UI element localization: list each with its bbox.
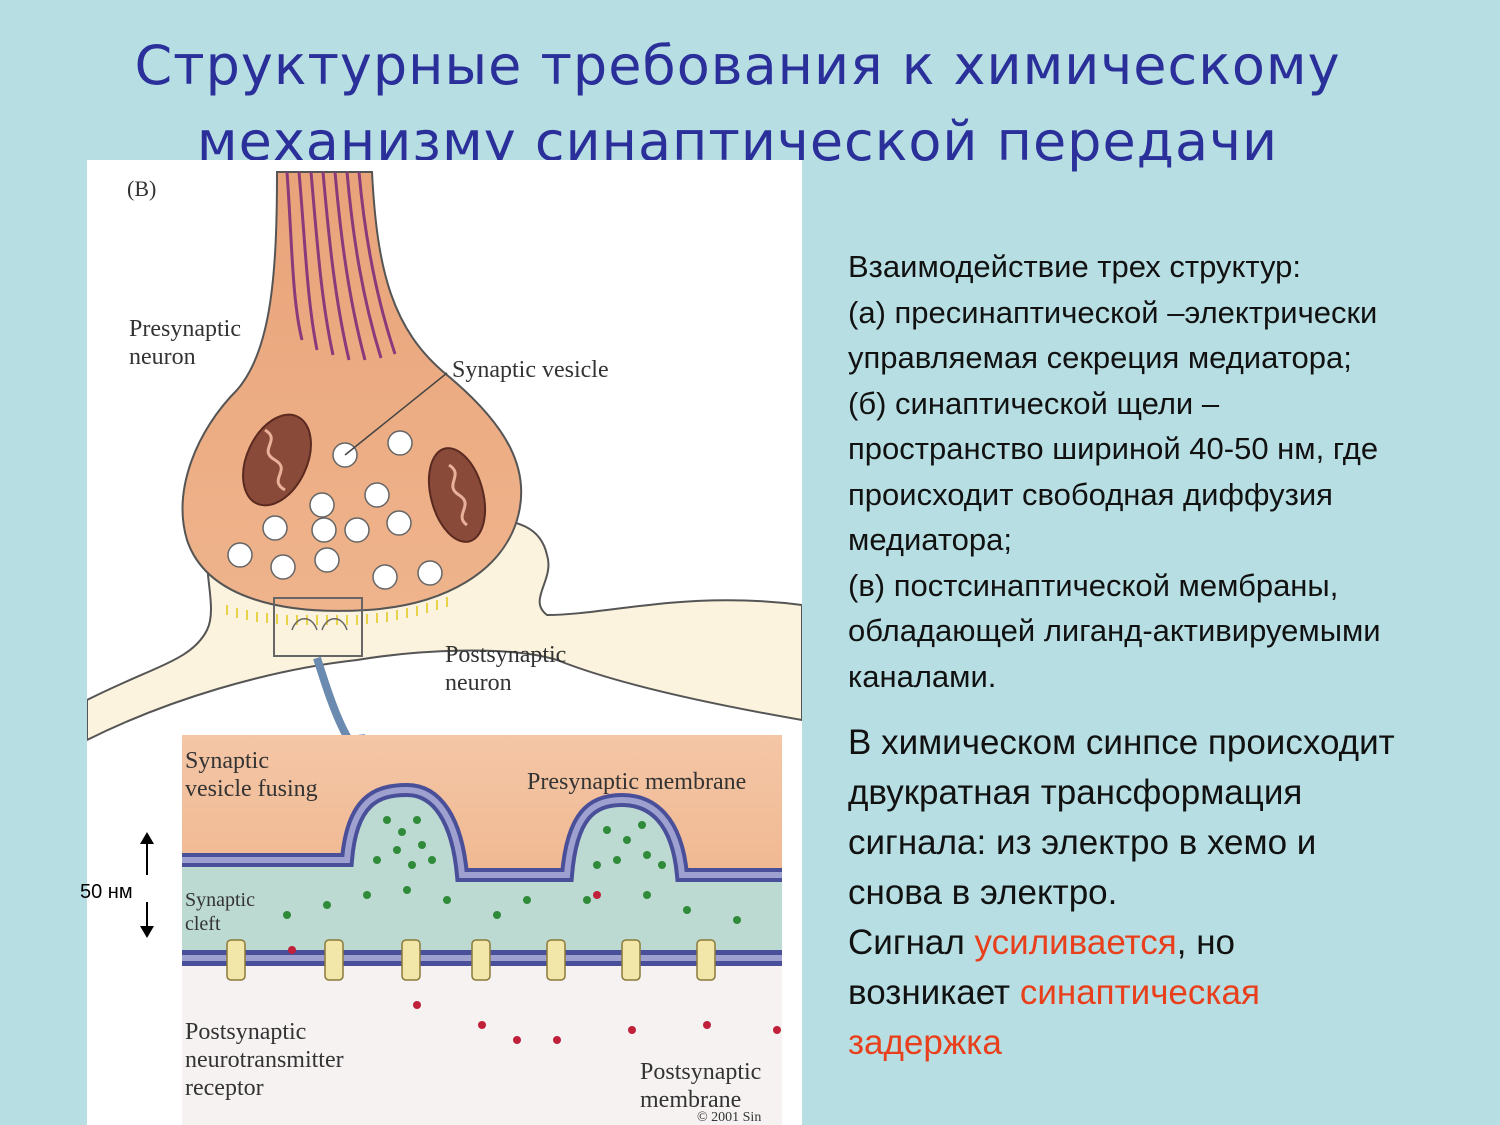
description-line: Взаимодействие трех структур: [848,249,1301,284]
description-line: управляемая секреция медиатора; [848,340,1352,375]
conclusion-text-part: Сигнал [848,923,975,962]
highlight-delay: задержка [848,1023,1002,1062]
conclusion-line-4: снова в электро. [848,873,1118,912]
synaptic-vesicles [227,430,443,590]
description-line: (в) постсинаптической мембраны, [848,567,1339,603]
highlight-amplified: усиливается [974,923,1177,962]
zoom-arrow [313,656,353,743]
receptor-fringe [226,597,448,625]
panel-label: (B) [127,176,157,201]
postsynaptic-receptor-label: Postsynaptic neurotransmitter receptor [185,1019,344,1101]
title-line-1: Структурные требования к химическому [134,34,1341,97]
conclusion-line-5: Сигнал усиливается, но [848,918,1498,968]
conclusion-line-1: В химическом синпсе происходит [848,723,1395,762]
synapse-diagram: (B) Presynaptic neuron Synaptic vesicle … [87,160,802,1125]
scale-bar [140,832,154,938]
conclusion-text-part: , но [1176,923,1235,962]
copyright-label: © 2001 Sin [697,1110,762,1125]
synapse-illustration [87,171,802,1125]
mitochondrion-right [427,447,487,543]
description-line: медиатора; [848,522,1013,557]
description-text: Взаимодействие трех структур: (а) пресин… [848,244,1498,699]
conclusion-line-3: сигнала: из электро в хемо и [848,823,1317,862]
postsynaptic-neuron-label: Postsynaptic neuron [445,642,567,696]
slide-title: Структурные требования к химическому мех… [0,28,1475,180]
mitochondrion-left [242,413,312,507]
conclusion-line-2: двукратная трансформация [848,773,1303,812]
description-line: каналами. [848,658,997,694]
highlight-synaptic: синаптическая [1019,973,1260,1012]
scale-label: 50 нм [80,881,133,903]
synaptic-cleft-label: Synaptic cleft [185,889,255,935]
synaptic-vesicle-label: Synaptic vesicle [452,357,609,383]
description-line: происходит свободная диффузия [848,476,1333,512]
description-line: (б) синаптической щели – [848,385,1220,421]
postsynaptic-membrane-label: Postsynaptic membrane [640,1059,762,1113]
conclusion-text: В химическом синпсе происходит двукратна… [848,718,1498,1068]
enlarged-synapse-inset [182,735,782,1125]
conclusion-line-6: возникает синаптическая [848,968,1498,1018]
description-line: обладающей лиганд-активируемыми [848,613,1381,648]
description-line: пространство шириной 40-50 нм, где [848,431,1379,466]
conclusion-text-part: возникает [848,973,1020,1012]
presynaptic-membrane-label: Presynaptic membrane [527,769,747,795]
synaptic-vesicle-fusing-label: Synaptic vesicle fusing [185,748,318,802]
description-line: (а) пресинаптической –электрически [848,294,1378,330]
presynaptic-neuron-label: Presynaptic neuron [129,316,241,370]
